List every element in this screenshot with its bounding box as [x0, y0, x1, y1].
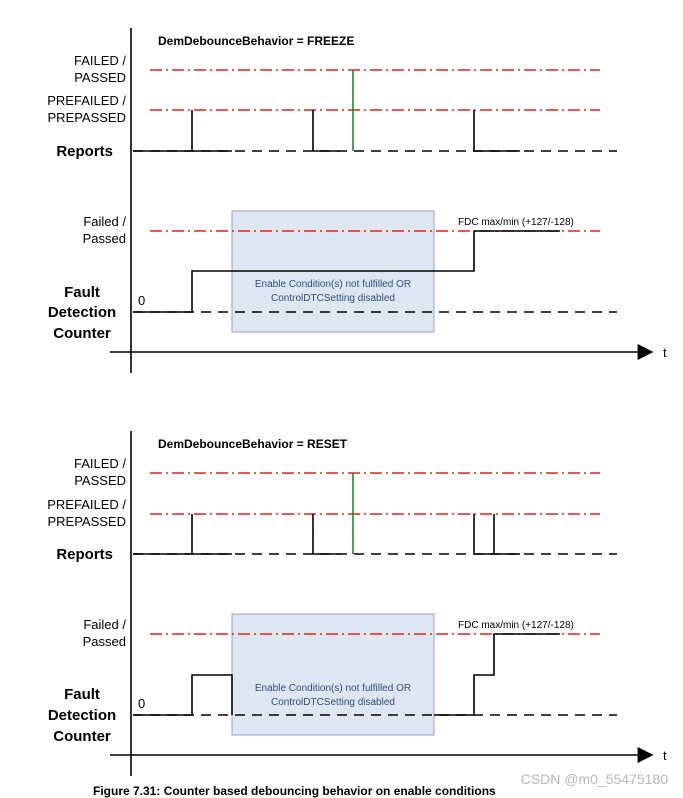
prefailed-label-line2: PREPASSED: [47, 514, 126, 529]
figure-caption: Figure 7.31: Counter based debouncing be…: [93, 784, 496, 798]
prefailed-label-line1: PREFAILED /: [47, 497, 126, 512]
box-text-line1: Enable Condition(s) not fulfilled OR: [255, 683, 411, 694]
fdc-label-line1: Fault: [64, 284, 100, 301]
prefailed-label-line2: PREPASSED: [47, 110, 126, 125]
box-text-line1: Enable Condition(s) not fulfilled OR: [255, 279, 411, 290]
diagram-freeze: DemDebounceBehavior = FREEZE FAILED / PA…: [47, 28, 667, 373]
fdc-failed-label-line1: Failed /: [83, 617, 126, 632]
zero-label: 0: [138, 696, 145, 711]
reports-label: Reports: [56, 546, 113, 563]
diagram-title: DemDebounceBehavior = FREEZE: [158, 34, 354, 48]
time-label: t: [663, 748, 667, 763]
failed-label-line1: FAILED /: [74, 456, 126, 471]
fdc-max-label: FDC max/min (+127/-128): [458, 620, 574, 631]
fdc-signal-after: [434, 633, 560, 716]
fdc-max-label: FDC max/min (+127/-128): [458, 217, 574, 228]
box-text-line2: ControlDTCSetting disabled: [271, 697, 395, 708]
fdc-failed-label-line2: Passed: [83, 231, 126, 246]
fdc-failed-label-line2: Passed: [83, 634, 126, 649]
reports-label: Reports: [56, 143, 113, 160]
fdc-label-line3: Counter: [53, 728, 111, 745]
time-label: t: [663, 345, 667, 360]
fdc-signal-before: [133, 674, 233, 716]
fdc-label-line3: Counter: [53, 325, 111, 342]
report-pulse-1: [133, 514, 232, 555]
fdc-label-line2: Detection: [48, 707, 116, 724]
report-pulse-1: [133, 110, 232, 152]
prefailed-label-line1: PREFAILED /: [47, 93, 126, 108]
enable-condition-box: [231, 613, 435, 736]
failed-label-line2: PASSED: [74, 473, 126, 488]
watermark: CSDN @m0_55475180: [521, 771, 669, 787]
zero-label: 0: [138, 293, 145, 308]
diagram-title: DemDebounceBehavior = RESET: [158, 437, 348, 451]
failed-label-line2: PASSED: [74, 70, 126, 85]
fdc-failed-label-line1: Failed /: [83, 214, 126, 229]
fdc-label-line1: Fault: [64, 686, 100, 703]
fdc-label-line2: Detection: [48, 304, 116, 321]
diagram-reset: DemDebounceBehavior = RESET FAILED / PAS…: [47, 431, 667, 776]
box-text-line2: ControlDTCSetting disabled: [271, 293, 395, 304]
failed-label-line1: FAILED /: [74, 53, 126, 68]
